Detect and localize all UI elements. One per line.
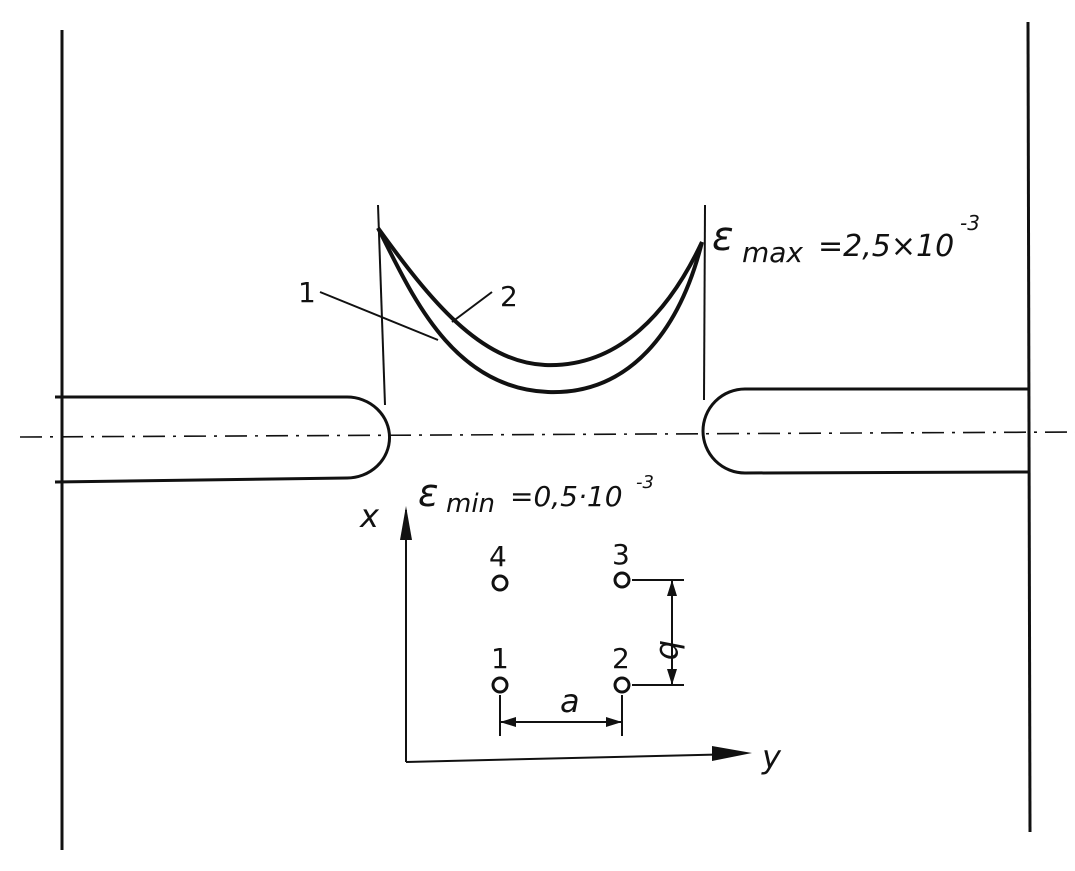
point-3-label: 3	[612, 538, 630, 571]
x-axis-label: x	[359, 497, 380, 535]
epsilon-min-value: =0,5·10	[510, 480, 623, 513]
right-extension-line	[703, 204, 706, 401]
point-4-label: 4	[489, 540, 507, 573]
epsilon-max-value: =2,5×10	[818, 229, 954, 264]
dim-a-arrow-left	[500, 717, 516, 727]
epsilon-max-exponent: -3	[960, 211, 980, 235]
strain-curve-2	[376, 226, 704, 368]
y-axis-arrowhead	[712, 746, 752, 761]
point-1-label: 1	[491, 642, 509, 675]
curve-1-label: 1	[298, 276, 316, 309]
strain-curve-1	[376, 227, 704, 395]
point-4-marker	[491, 574, 509, 592]
curve-2-label: 2	[500, 280, 518, 313]
epsilon-min-exponent: -3	[636, 472, 654, 493]
right-plate-edge	[1026, 21, 1032, 833]
dim-b-label: b	[652, 640, 690, 660]
curve-1-leader	[319, 291, 439, 341]
epsilon-min-subscript: min	[446, 489, 495, 519]
dim-b-arrow-top	[667, 580, 677, 596]
epsilon-max-subscript: max	[742, 236, 803, 269]
y-axis-label: y	[761, 738, 782, 776]
dim-a-label: a	[560, 682, 580, 720]
left-slot	[54, 395, 391, 484]
right-slot	[701, 387, 1029, 475]
epsilon-min-symbol: ε	[418, 471, 439, 515]
left-extension-line	[377, 204, 386, 406]
curve-2-leader	[451, 291, 493, 323]
center-axis	[19, 431, 1075, 438]
point-2-label: 2	[612, 642, 630, 675]
dim-a-arrow-right	[606, 717, 622, 727]
dim-b-arrow-bottom	[667, 669, 677, 685]
y-axis-line	[405, 753, 741, 763]
point-3-marker	[613, 571, 631, 589]
point-1-marker	[491, 676, 509, 694]
x-axis-arrowhead	[400, 506, 412, 540]
epsilon-max-symbol: ε	[712, 214, 734, 260]
point-2-marker	[613, 676, 631, 694]
